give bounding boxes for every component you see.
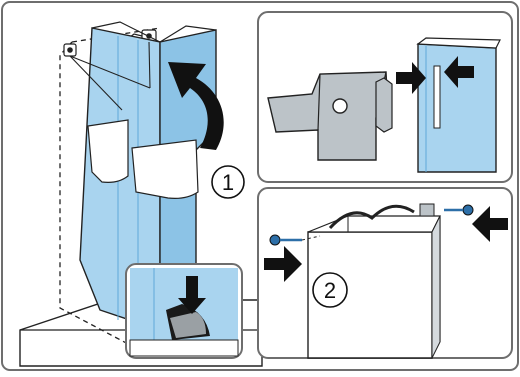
inset-bracket-detail (258, 12, 512, 182)
step-2-label: 2 (324, 278, 336, 303)
inset-screw-detail: 2 (258, 188, 512, 358)
step-1-label: 1 (222, 170, 234, 195)
inset-clip-detail (126, 264, 242, 358)
step-1-marker: 1 (212, 166, 244, 198)
